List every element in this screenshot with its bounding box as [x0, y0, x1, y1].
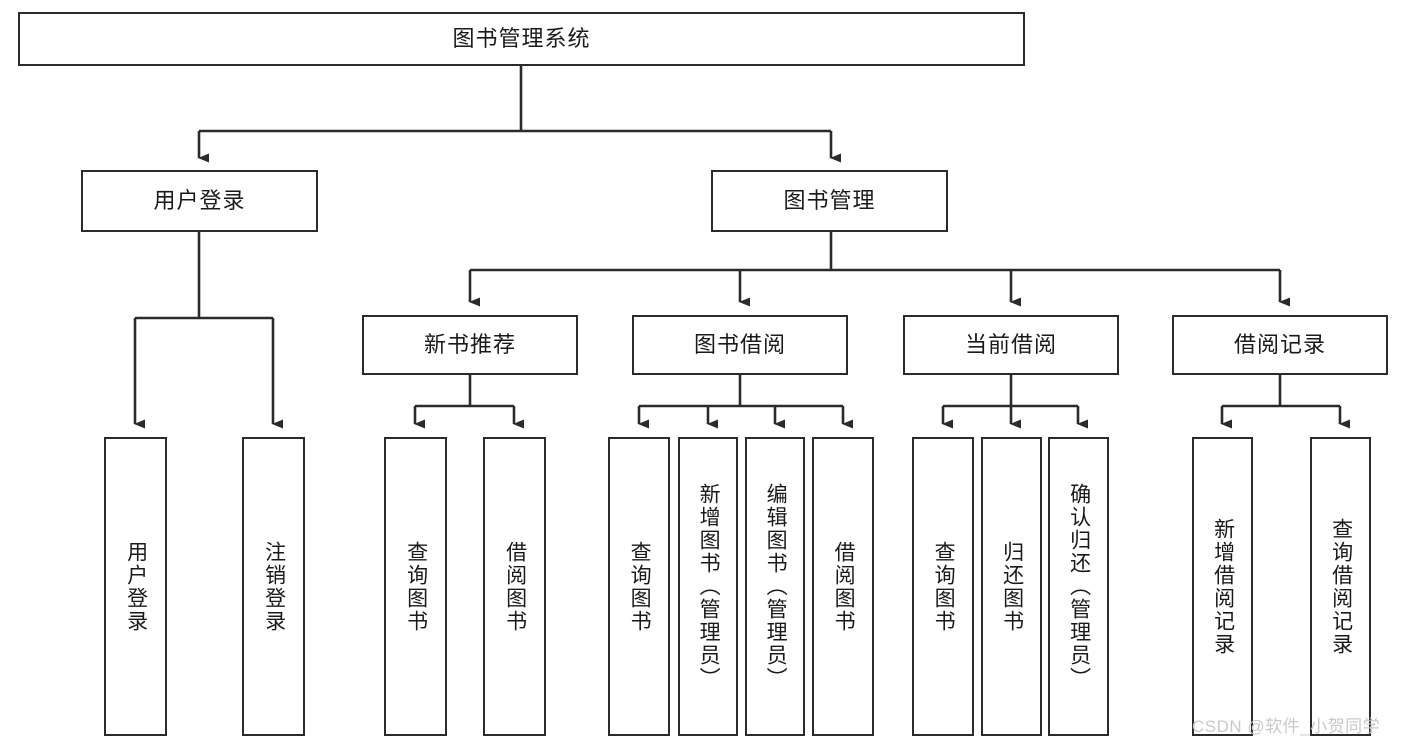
- node-label: 归还图书: [1000, 540, 1024, 633]
- node-book-management-system[interactable]: 图书管理系统: [18, 12, 1025, 66]
- node-book-management[interactable]: 图书管理: [711, 170, 948, 232]
- node-new-book-recommend[interactable]: 新书推荐: [362, 315, 578, 375]
- leaf-confirm-return-admin[interactable]: 确认归还（管理员）: [1048, 437, 1109, 736]
- leaf-add-borrow-record[interactable]: 新增借阅记录: [1192, 437, 1253, 736]
- node-label: 借阅图书: [832, 540, 856, 633]
- node-label: 新增借阅记录: [1211, 517, 1235, 656]
- node-label: 注销登录: [262, 540, 286, 633]
- node-label: 用户登录: [153, 187, 246, 213]
- node-label: 查询借阅记录: [1329, 517, 1353, 656]
- csdn-watermark: CSDN @软件_小贺同学: [1192, 717, 1381, 736]
- leaf-borrow-book-1[interactable]: 借阅图书: [483, 437, 546, 736]
- node-label: 新书推荐: [423, 331, 516, 357]
- leaf-query-book-1[interactable]: 查询图书: [384, 437, 447, 736]
- node-label: 当前借阅: [964, 331, 1057, 357]
- leaf-user-login[interactable]: 用户登录: [104, 437, 167, 736]
- leaf-query-borrow-record[interactable]: 查询借阅记录: [1310, 437, 1371, 736]
- node-label: 确认归还（管理员）: [1067, 483, 1091, 690]
- node-label: 借阅记录: [1233, 331, 1326, 357]
- node-label: 新增图书（管理员）: [697, 483, 721, 690]
- node-label: 编辑图书（管理员）: [764, 483, 788, 690]
- node-label: 用户登录: [124, 540, 148, 633]
- node-label: 查询图书: [404, 540, 428, 633]
- leaf-edit-book-admin[interactable]: 编辑图书（管理员）: [745, 437, 805, 736]
- leaf-query-book-2[interactable]: 查询图书: [608, 437, 670, 736]
- node-label: 借阅图书: [503, 540, 527, 633]
- node-book-borrow[interactable]: 图书借阅: [632, 315, 848, 375]
- node-label: 图书管理: [783, 187, 876, 213]
- leaf-query-book-3[interactable]: 查询图书: [912, 437, 974, 736]
- leaf-return-book[interactable]: 归还图书: [981, 437, 1042, 736]
- node-label: 查询图书: [932, 540, 956, 633]
- leaf-add-book-admin[interactable]: 新增图书（管理员）: [678, 437, 738, 736]
- node-label: 查询图书: [628, 540, 652, 633]
- leaf-borrow-book-2[interactable]: 借阅图书: [812, 437, 874, 736]
- node-user-login[interactable]: 用户登录: [81, 170, 318, 232]
- leaf-logout-login[interactable]: 注销登录: [242, 437, 305, 736]
- node-borrow-record[interactable]: 借阅记录: [1172, 315, 1388, 375]
- node-current-borrow[interactable]: 当前借阅: [903, 315, 1119, 375]
- node-label: 图书借阅: [693, 331, 786, 357]
- node-label: 图书管理系统: [452, 25, 591, 51]
